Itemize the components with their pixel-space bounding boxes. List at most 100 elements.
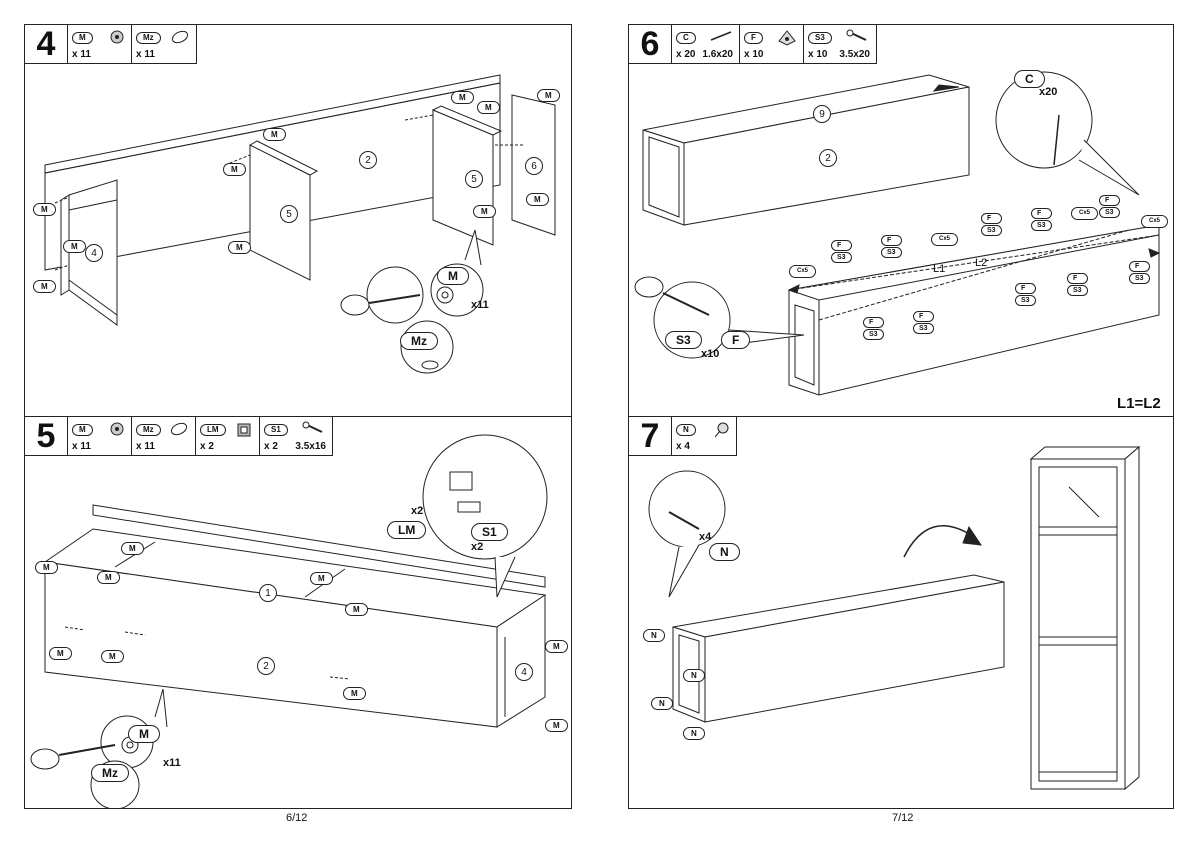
part-code: S3 [808, 32, 832, 44]
label-mz-detail: Mz [400, 332, 438, 350]
part-code: N [676, 424, 696, 436]
label-lm-detail: LM [387, 521, 427, 539]
label-n: N [643, 629, 665, 642]
step-number: 4 [25, 25, 68, 63]
parts-bar-step-4: 4 M x 11 Mz x 11 [25, 25, 197, 64]
part-code: M [72, 424, 93, 436]
label-m: M [545, 719, 568, 732]
label-m: M [228, 241, 251, 254]
diagonal-l2-label: L2 [975, 257, 988, 269]
label-n: N [683, 727, 705, 740]
step-7-illustration [648, 445, 1141, 791]
label-m: M [263, 128, 286, 141]
panel-number: 4 [515, 663, 533, 681]
step-6: 6 C x 20 1.6x20 F x 10 S3 x 10 3.5x20 9 … [629, 25, 1173, 417]
page-7: 6 C x 20 1.6x20 F x 10 S3 x 10 3.5x20 9 … [628, 24, 1174, 809]
panel-number: 2 [819, 149, 837, 167]
part-code: Mz [136, 424, 161, 436]
step-5: 5 M x 11 Mz x 11 LM x 2 S1 x 2 3.5x16 [25, 417, 571, 808]
step-4: 4 M x 11 Mz x 11 M M M M M M M M M M M M… [25, 25, 571, 417]
panel-number: 1 [259, 584, 277, 602]
panel-number: 5 [465, 170, 483, 188]
part-size: 3.5x20 [839, 49, 870, 60]
label-m: M [35, 561, 58, 574]
label-m: M [343, 687, 366, 700]
part-mz: Mz x 11 [132, 25, 196, 63]
part-mz: Mz x 11 [132, 417, 196, 455]
label-m: M [310, 572, 333, 585]
quantity-text: x11 [471, 299, 489, 311]
label-n: N [683, 669, 705, 682]
quantity-text: x2 [471, 541, 484, 553]
label-m: M [477, 101, 500, 114]
label-m: M [33, 203, 56, 216]
part-m: M x 11 [68, 25, 132, 63]
quantity-text: x20 [1039, 86, 1058, 98]
part-size: 1.6x20 [702, 49, 733, 60]
label-m: M [537, 89, 560, 102]
label-n: N [651, 697, 673, 710]
step-5-illustration [30, 434, 548, 808]
panel-number: 2 [257, 657, 275, 675]
label-s3-detail: S3 [665, 331, 702, 349]
part-code: LM [200, 424, 226, 436]
part-qty: x 10 [808, 49, 828, 60]
part-f: F x 10 [740, 25, 804, 63]
label-m: M [101, 650, 124, 663]
panel-number: 5 [280, 205, 298, 223]
quantity-text: x4 [699, 531, 712, 543]
part-qty: x 10 [744, 49, 764, 60]
part-n: N x 4 [672, 417, 736, 455]
label-f-detail: F [721, 331, 751, 349]
label-m: M [33, 280, 56, 293]
part-s1: S1 x 2 3.5x16 [260, 417, 332, 455]
label-s1-detail: S1 [471, 523, 508, 541]
panel-number: 9 [813, 105, 831, 123]
label-cx5: Cx5 [931, 233, 959, 246]
glide-nail-icon [712, 421, 730, 444]
step-number: 5 [25, 417, 68, 455]
panel-number: 4 [85, 244, 103, 262]
part-lm: LM x 2 [196, 417, 260, 455]
cam-lock-icon [109, 29, 125, 50]
part-s3: S3 x 10 3.5x20 [804, 25, 876, 63]
quantity-text: x11 [163, 757, 181, 769]
label-c-detail: C [1014, 70, 1045, 88]
step-number: 7 [629, 417, 672, 455]
part-qty: x 11 [136, 49, 155, 60]
parts-bar-step-7: 7 N x 4 [629, 417, 737, 456]
label-m: M [545, 640, 568, 653]
label-cx5: Cx5 [789, 265, 817, 278]
part-code: F [744, 32, 763, 44]
label-m: M [451, 91, 474, 104]
part-code: S1 [264, 424, 288, 436]
step-7: 7 N x 4 N x4 N N N N [629, 417, 1173, 808]
part-qty: x 11 [136, 441, 155, 452]
cam-lock-icon [109, 421, 125, 442]
step-number: 6 [629, 25, 672, 63]
label-mz-detail: Mz [91, 764, 129, 782]
label-m: M [97, 571, 120, 584]
label-m: M [345, 603, 368, 616]
quantity-text: x2 [411, 505, 424, 517]
corner-plate-icon [777, 29, 797, 52]
panel-number: 2 [359, 151, 377, 169]
parts-bar-step-6: 6 C x 20 1.6x20 F x 10 S3 x 10 3.5x20 [629, 25, 877, 64]
label-m-detail: M [437, 267, 469, 285]
panel-number: 6 [525, 157, 543, 175]
part-qty: x 20 [676, 49, 696, 60]
label-m: M [223, 163, 246, 176]
part-size: 3.5x16 [295, 441, 326, 452]
nail-icon [709, 29, 733, 47]
label-n-detail: N [709, 543, 740, 561]
part-code: M [72, 32, 93, 44]
diagonal-equal-note: L1=L2 [1117, 395, 1161, 412]
label-m: M [63, 240, 86, 253]
